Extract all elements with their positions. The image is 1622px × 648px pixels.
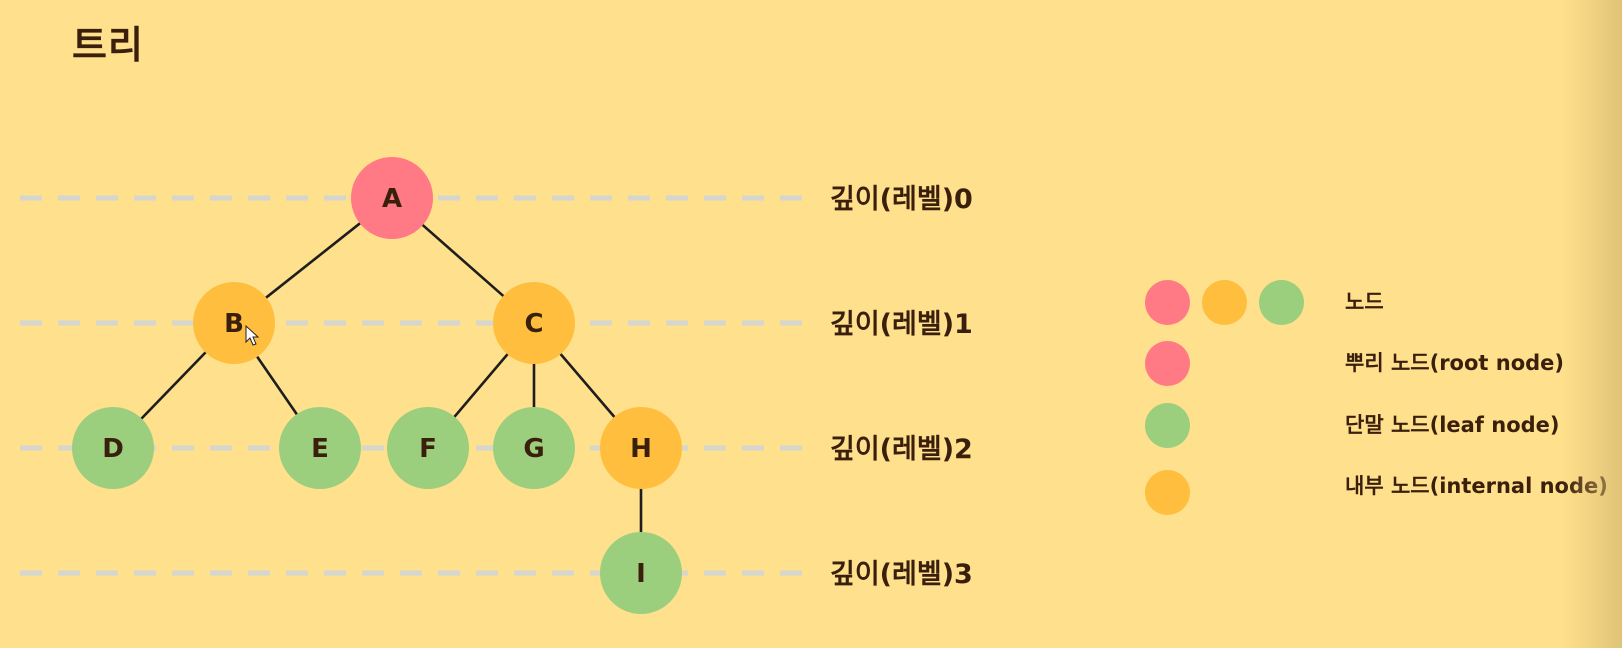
legend-swatch-internal-node: [1145, 470, 1190, 515]
node-A: A: [351, 157, 433, 239]
node-G-label: G: [523, 434, 544, 464]
edge-A-C: [419, 222, 507, 299]
legend-swatch-leaf-node: [1145, 403, 1190, 448]
right-edge-shadow: [1562, 0, 1622, 648]
page-title: 트리: [72, 23, 144, 67]
node-A-circle: [351, 157, 433, 239]
legend-swatch-internal: [1202, 280, 1247, 325]
tree-edges: [138, 220, 643, 536]
edge-C-H: [558, 351, 617, 420]
node-D: D: [72, 407, 154, 489]
legend-swatch-root-node: [1145, 341, 1190, 386]
legend-label-root-node: 뿌리 노드(root node): [1345, 351, 1564, 375]
node-F-label: F: [419, 434, 437, 464]
edge-B-D: [138, 349, 209, 422]
level-label-2: 깊이(레벨)2: [830, 434, 973, 465]
tree-nodes: A B C D E F G H I: [72, 157, 682, 614]
node-D-label: D: [102, 434, 124, 464]
node-B-label: B: [224, 309, 244, 339]
node-C: C: [493, 282, 575, 364]
node-G: G: [493, 407, 575, 489]
node-A-label: A: [382, 184, 402, 214]
node-C-label: C: [524, 309, 543, 339]
node-F-circle: [387, 407, 469, 489]
node-F: F: [387, 407, 469, 489]
node-I-label: I: [636, 559, 646, 589]
node-G-circle: [493, 407, 575, 489]
level-label-1: 깊이(레벨)1: [830, 309, 973, 340]
edge-C-F: [451, 351, 511, 420]
node-H-label: H: [630, 434, 652, 464]
node-C-circle: [493, 282, 575, 364]
node-I: I: [600, 532, 682, 614]
legend-label-leaf-node: 단말 노드(leaf node): [1345, 413, 1560, 437]
edge-A-B: [263, 220, 363, 301]
legend-label-node: 노드: [1345, 290, 1384, 314]
legend-label-internal-node: 내부 노드(internal node): [1345, 474, 1608, 498]
legend-swatch-root: [1145, 280, 1190, 325]
node-E-label: E: [311, 434, 329, 464]
level-label-3: 깊이(레벨)3: [830, 559, 973, 590]
edge-B-E: [254, 353, 300, 418]
node-H: H: [600, 407, 682, 489]
legend-swatch-leaf: [1259, 280, 1304, 325]
node-H-circle: [600, 407, 682, 489]
level-label-0: 깊이(레벨)0: [830, 184, 973, 215]
node-B: B: [193, 282, 275, 364]
node-E: E: [279, 407, 361, 489]
mouse-cursor-icon: [245, 324, 260, 346]
node-I-circle: [600, 532, 682, 614]
level-lines: [20, 195, 805, 576]
node-E-circle: [279, 407, 361, 489]
node-D-circle: [72, 407, 154, 489]
